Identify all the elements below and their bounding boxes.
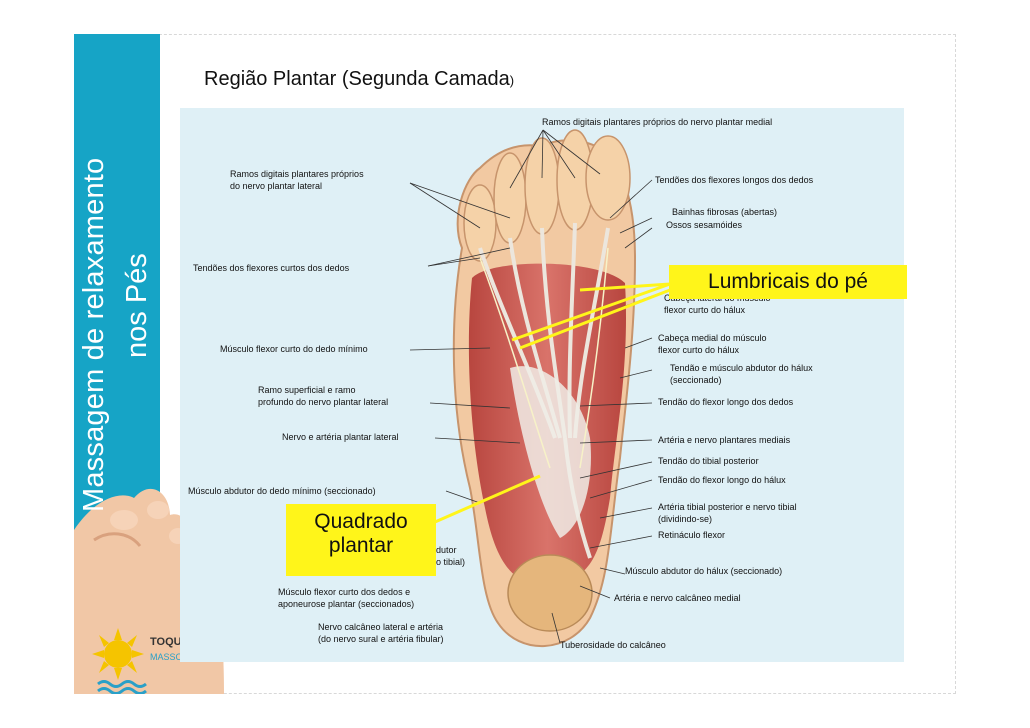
label-nervo-calcaneo-lateral-2: (do nervo sural e artéria fibular) — [318, 634, 444, 644]
label-arteria-nervo-calcaneo-medial: Artéria e nervo calcâneo medial — [614, 593, 741, 603]
label-abdutor-halux-seccionado: Músculo abdutor do hálux (seccionado) — [625, 566, 783, 576]
label-flexor-curto-dedo-minimo: Músculo flexor curto do dedo mínimo — [220, 344, 368, 354]
label-tendao-flexor-longo-halux: Tendão do flexor longo do hálux — [658, 475, 786, 485]
label-ramo-superficial-2: profundo do nervo plantar lateral — [258, 397, 389, 407]
label-abdutor-halux-1: Tendão e músculo abdutor do hálux — [670, 363, 813, 373]
label-arteria-nervo-plantares-mediais: Artéria e nervo plantares mediais — [658, 435, 791, 445]
label-ramos-digitais-medial: Ramos digitais plantares próprios do ner… — [542, 117, 773, 127]
label-flexor-curto-dedos-2: aponeurose plantar (seccionados) — [278, 599, 415, 609]
slide-title: Região Plantar (Segunda Camada) — [204, 68, 514, 91]
label-cabeca-medial-2: flexor curto do hálux — [658, 345, 740, 355]
slide-title-paren: ) — [509, 73, 515, 88]
logo-subtext: MASSOT — [150, 652, 189, 662]
label-bainhas-fibrosas: Bainhas fibrosas (abertas) — [672, 207, 778, 217]
label-arteria-tibial-posterior-1: Artéria tibial posterior e nervo tibial — [658, 502, 797, 512]
label-cabeca-lateral-2: flexor curto do hálux — [664, 305, 746, 315]
label-cabeca-medial-1: Cabeça medial do músculo — [658, 333, 767, 343]
label-ramos-digitais-lateral-2: do nervo plantar lateral — [230, 181, 323, 191]
label-flexor-curto-dedos-1: Músculo flexor curto dos dedos e — [278, 587, 411, 597]
label-tendao-flexor-longo-dedos: Tendão do flexor longo dos dedos — [658, 397, 794, 407]
callout-lumbricais: Lumbricais do pé — [669, 265, 907, 299]
label-abdutor-halux-2: (seccionado) — [670, 375, 722, 385]
label-abdutor-dedo-minimo: Músculo abdutor do dedo mínimo (secciona… — [188, 486, 376, 496]
logo-sun-icon — [92, 628, 147, 694]
label-partial-2: o tibial) — [436, 557, 466, 567]
callout-quadrado-plantar: Quadrado plantar — [286, 504, 436, 576]
label-nervo-arteria-plantar-lateral: Nervo e artéria plantar lateral — [282, 432, 399, 442]
callout-quadrado-line2: plantar — [328, 534, 394, 557]
slide-title-text: Região Plantar (Segunda Camada — [204, 68, 510, 90]
label-ossos-sesamoides: Ossos sesamóides — [666, 220, 743, 230]
label-tendoes-flexores-longos: Tendões dos flexores longos dos dedos — [655, 175, 814, 185]
label-ramo-superficial-1: Ramo superficial e ramo — [258, 385, 356, 395]
label-arteria-tibial-posterior-2: (dividindo-se) — [658, 514, 713, 524]
sidebar-subtitle: nos Pés — [121, 253, 153, 358]
label-partial-1: dutor — [436, 545, 457, 555]
label-tendao-tibial-posterior: Tendão do tibial posterior — [658, 456, 759, 466]
label-tuberosidade-calcaneo: Tuberosidade do calcâneo — [560, 640, 666, 650]
label-ramos-digitais-lateral-1: Ramos digitais plantares próprios — [230, 169, 364, 179]
callout-quadrado-line1: Quadrado — [314, 510, 408, 533]
label-tendoes-flexores-curtos: Tendões dos flexores curtos dos dedos — [193, 263, 350, 273]
label-retinaculo-flexor: Retináculo flexor — [658, 530, 726, 540]
foot-anatomy-illustration — [409, 129, 671, 647]
label-nervo-calcaneo-lateral-1: Nervo calcâneo lateral e artéria — [318, 622, 444, 632]
sidebar-title: Massagem de relaxamento — [78, 157, 110, 512]
